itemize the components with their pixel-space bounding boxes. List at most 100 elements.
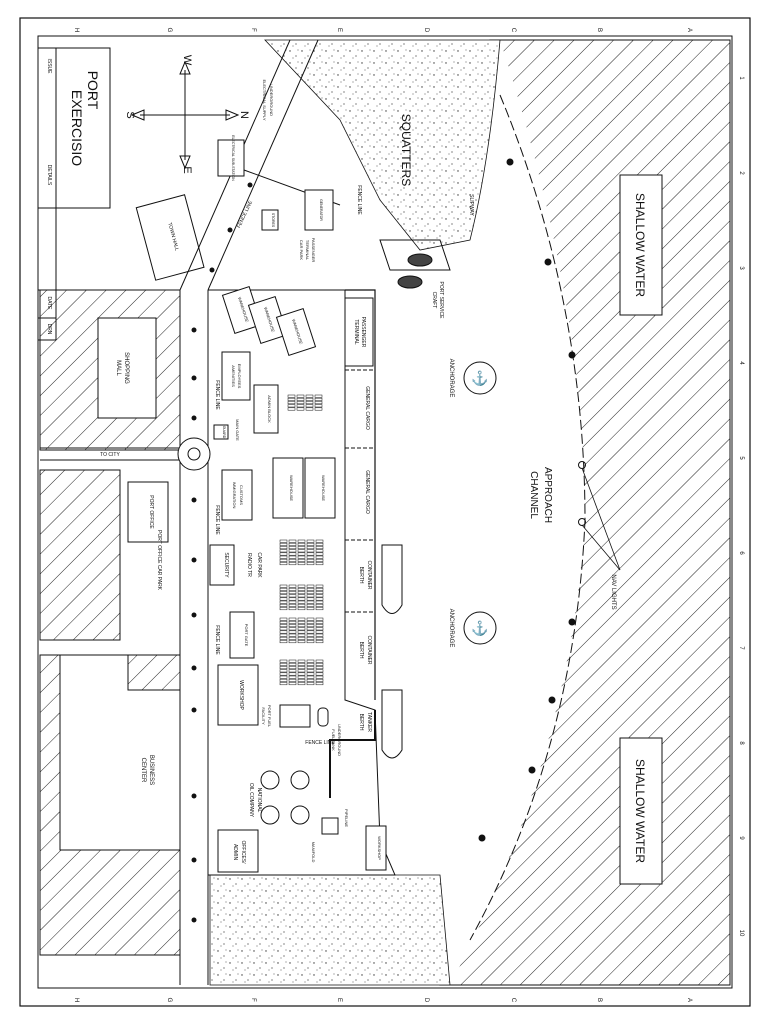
container-ship (381, 544, 403, 614)
anchorage-2-circle (463, 611, 497, 645)
grid-letter: D (423, 998, 429, 1003)
container-block (306, 662, 315, 666)
grid-letter: H (73, 998, 79, 1002)
approach-channel-label-1: APPROACH (542, 467, 553, 523)
container-block (279, 542, 288, 546)
port-gate-label: PORT GATE (244, 624, 249, 647)
service-craft-label-2: CRAFT (431, 292, 437, 309)
port-office-car-park-label: PORT OFFICE CAR PARK (156, 530, 162, 591)
workshop (217, 664, 259, 726)
container-block (279, 682, 288, 686)
container-block (296, 404, 305, 408)
grid-letter: F (250, 28, 256, 32)
grid-number: 9 (738, 836, 744, 840)
container-block (288, 627, 297, 631)
container-block (297, 542, 306, 546)
container-block (288, 682, 297, 686)
container-block (306, 659, 315, 663)
container-block (306, 600, 315, 604)
compass-east: E (181, 166, 193, 173)
admin-block (253, 384, 279, 434)
shopping-mall-label-2: MALL (115, 360, 121, 376)
container-block (306, 630, 315, 634)
business-center-label-1: BUSINESS (148, 755, 154, 785)
container-block (306, 584, 315, 588)
container-block (279, 627, 288, 631)
container-block (315, 624, 324, 628)
container-block (315, 636, 324, 640)
container-block (279, 659, 288, 663)
container-block (297, 659, 306, 663)
container-block (279, 636, 288, 640)
fence-line-label: FENCE LINE (236, 199, 254, 229)
roadside-trees (191, 182, 253, 923)
container-block (306, 617, 315, 621)
container-block (288, 678, 297, 682)
grid-number: 4 (738, 361, 744, 365)
offices-admin (217, 829, 259, 873)
container-block (288, 591, 297, 595)
container-block (296, 394, 305, 398)
nav-lights-label: NAV LIGHTS (610, 574, 616, 609)
container-block (315, 549, 324, 553)
container-block (288, 666, 297, 670)
general-cargo-label: GENERAL CARGO (364, 470, 370, 514)
port-gate (229, 611, 255, 659)
container-berth-label: BERTH (358, 642, 364, 659)
container-block (306, 603, 315, 607)
grid-number: 10 (738, 930, 744, 937)
title-line-1: PORT (85, 71, 101, 110)
anchorage-label-1: ANCHORAGE (448, 359, 454, 398)
workshop-2 (365, 825, 387, 871)
pipeline-label: PIPELINE (344, 809, 349, 827)
container-block (287, 394, 296, 398)
manifold (321, 817, 339, 835)
container-block (306, 682, 315, 686)
employees-label: AMENITIES (231, 365, 236, 387)
container-block (306, 627, 315, 631)
container-block (279, 539, 288, 543)
radio-tr-label: RADIO TR (246, 553, 252, 577)
container-block (288, 669, 297, 673)
stores-label: STORES (271, 213, 275, 228)
container-block (288, 558, 297, 562)
container-block (288, 672, 297, 676)
container-block (288, 636, 297, 640)
container-block (296, 397, 305, 401)
shopping-mall (97, 317, 157, 419)
container-block (288, 659, 297, 663)
warehouse (304, 457, 336, 519)
container-block (279, 669, 288, 673)
grid-letter: C (510, 998, 516, 1003)
port-fuel-label: FACILITY (261, 707, 266, 725)
container-block (287, 401, 296, 405)
drn-label: DRN (46, 324, 52, 335)
fence-line-label: FENCE LINE (214, 505, 220, 535)
container-block (279, 587, 288, 591)
container-block (297, 636, 306, 640)
tanker-berth-label: TANKER (366, 712, 372, 732)
container-block (279, 630, 288, 634)
fence-line-label: FENCE LINE (214, 625, 220, 655)
container-block (288, 562, 297, 566)
container-block (297, 640, 306, 644)
service-craft (397, 275, 423, 289)
container-block (297, 594, 306, 598)
shopping-mall-label-1: SHOPPING (123, 352, 129, 384)
container-block (279, 555, 288, 559)
squatters-area (264, 39, 501, 251)
container-block (314, 407, 323, 411)
offices-label: ADMIN (232, 844, 238, 861)
title-line-2: EXERCISIO (69, 90, 85, 166)
service-craft (407, 253, 433, 267)
issue-label: ISSUE (46, 58, 52, 74)
container-block (297, 672, 306, 676)
offices-label: OFFICES/ (240, 840, 246, 864)
container-block (305, 407, 314, 411)
grid-letter: B (596, 28, 602, 32)
container-block (305, 397, 314, 401)
container-block (279, 591, 288, 595)
container-block (315, 587, 324, 591)
container-block (315, 562, 324, 566)
